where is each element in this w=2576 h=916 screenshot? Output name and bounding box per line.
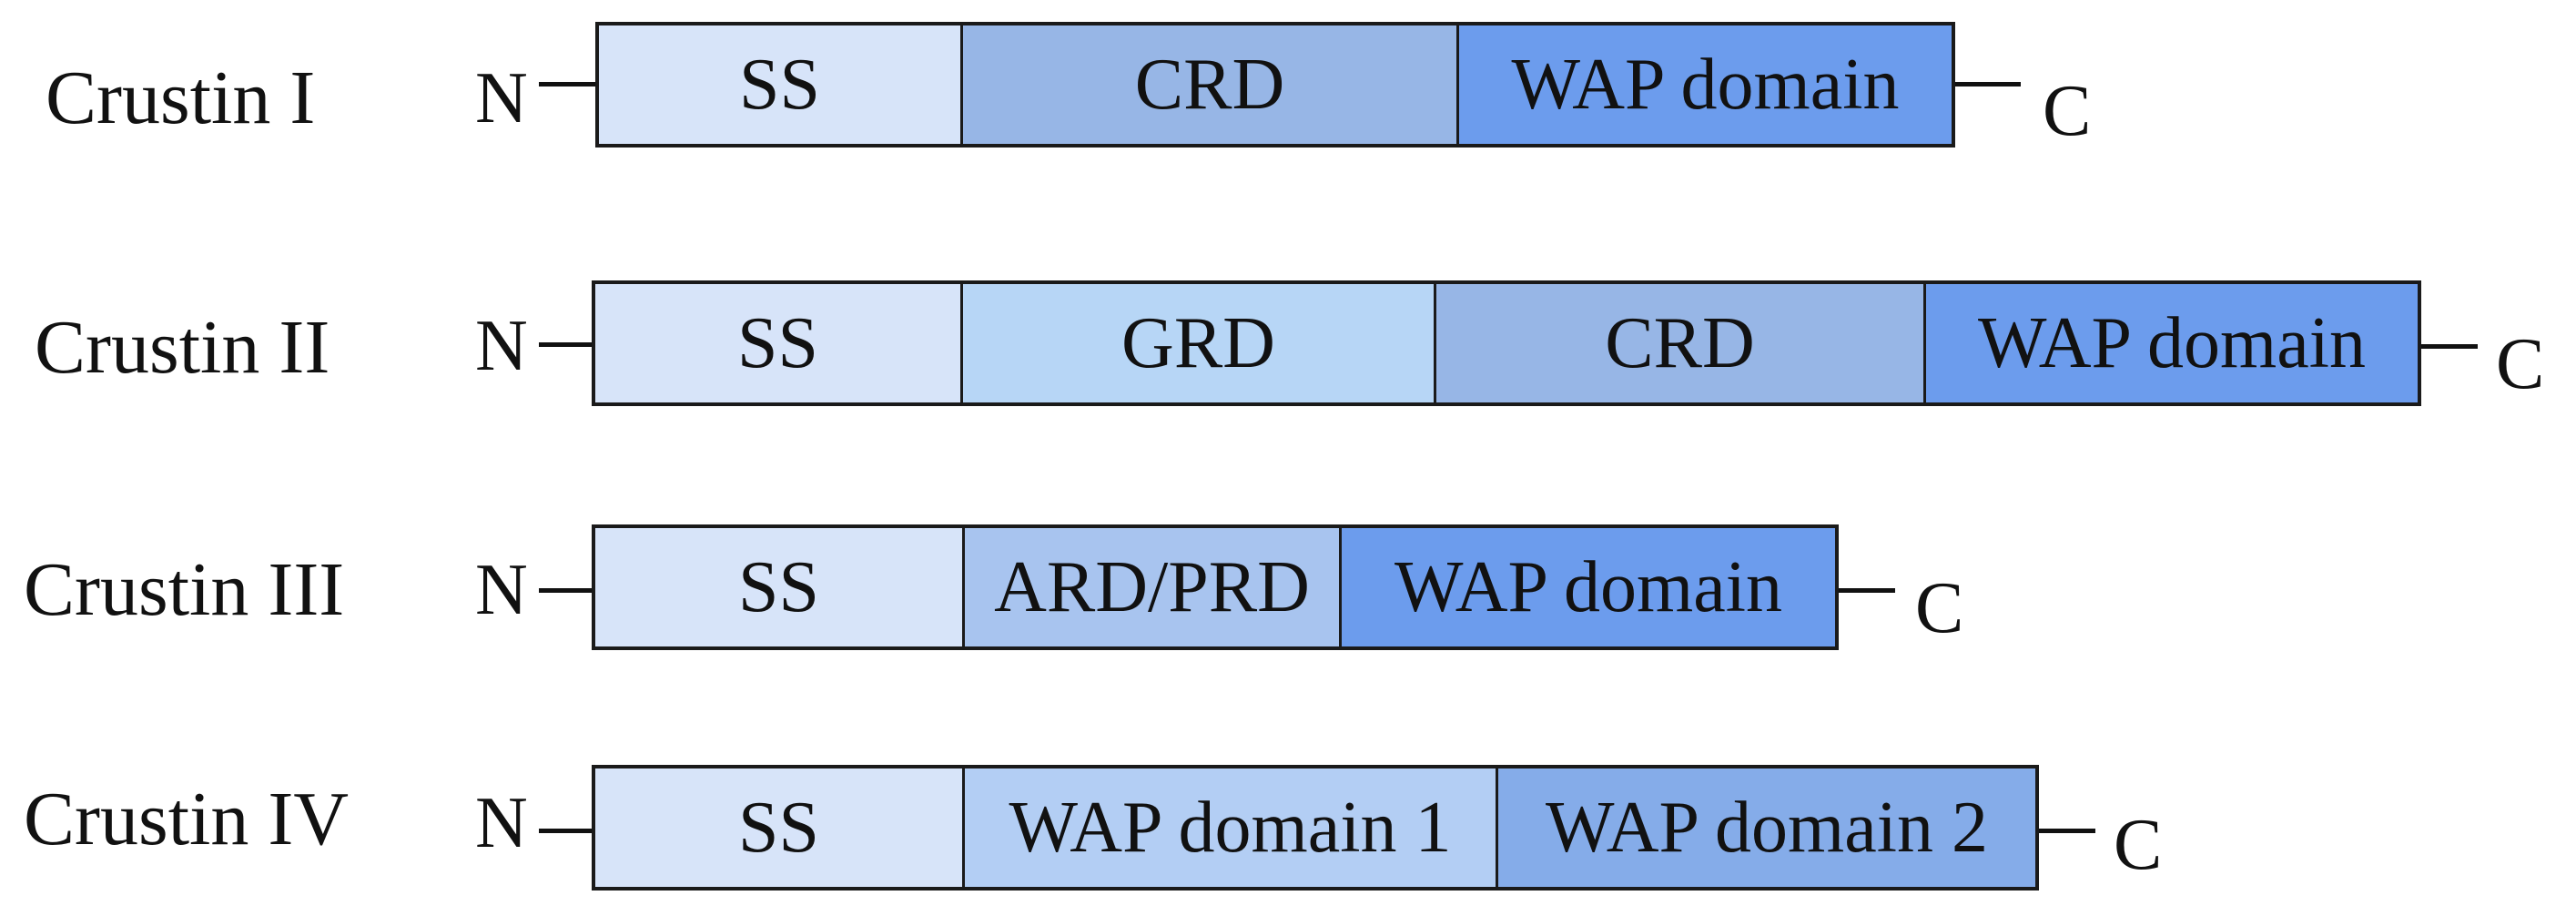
crustin-2-domain-bar: SS GRD CRD WAP domain xyxy=(592,280,2421,406)
crustin-2-ss-domain: SS xyxy=(595,284,963,402)
crustin-3-domain-bar: SS ARD/PRD WAP domain xyxy=(592,524,1839,650)
crustin-4-wap-domain-1: WAP domain 1 xyxy=(965,768,1498,887)
crustin-4-n-terminal: N xyxy=(475,783,528,863)
crustin-3-label: Crustin III xyxy=(24,547,345,632)
crustin-3-wap-domain: WAP domain xyxy=(1342,528,1835,646)
crustin-2-n-linker xyxy=(539,342,595,347)
crustin-3-ss-domain: SS xyxy=(595,528,965,646)
crustin-1-c-linker xyxy=(1955,82,2021,87)
crustin-4-ss-domain: SS xyxy=(595,768,965,887)
crustin-3-n-terminal: N xyxy=(475,550,528,630)
crustin-4-n-linker xyxy=(539,829,595,833)
crustin-4-wap-domain-2: WAP domain 2 xyxy=(1498,768,2035,887)
crustin-2-n-terminal: N xyxy=(475,306,528,386)
crustin-2-wap-domain: WAP domain xyxy=(1926,284,2418,402)
crustin-4-c-linker xyxy=(2039,829,2095,833)
crustin-4-label: Crustin IV xyxy=(24,777,349,861)
crustin-3-c-linker xyxy=(1839,588,1895,593)
crustin-3-ard-prd-domain: ARD/PRD xyxy=(965,528,1342,646)
crustin-1-n-linker xyxy=(539,82,597,87)
crustin-1-ss-domain: SS xyxy=(599,25,963,144)
crustin-1-wap-domain: WAP domain xyxy=(1459,25,1952,144)
crustin-3-c-terminal: C xyxy=(1915,568,1964,648)
crustin-1-domain-bar: SS CRD WAP domain xyxy=(595,22,1955,148)
crustin-2-c-terminal: C xyxy=(2496,324,2545,404)
crustin-2-label: Crustin II xyxy=(35,305,330,390)
crustin-1-c-terminal: C xyxy=(2043,71,2092,151)
crustin-3-n-linker xyxy=(539,588,595,593)
crustin-1-crd-domain: CRD xyxy=(963,25,1459,144)
crustin-2-crd-domain: CRD xyxy=(1436,284,1926,402)
crustin-4-c-terminal: C xyxy=(2114,805,2163,885)
crustin-1-label: Crustin I xyxy=(46,56,316,140)
crustin-1-n-terminal: N xyxy=(475,58,528,138)
crustin-2-c-linker xyxy=(2421,344,2478,349)
crustin-2-grd-domain: GRD xyxy=(963,284,1436,402)
crustin-4-domain-bar: SS WAP domain 1 WAP domain 2 xyxy=(592,765,2039,891)
